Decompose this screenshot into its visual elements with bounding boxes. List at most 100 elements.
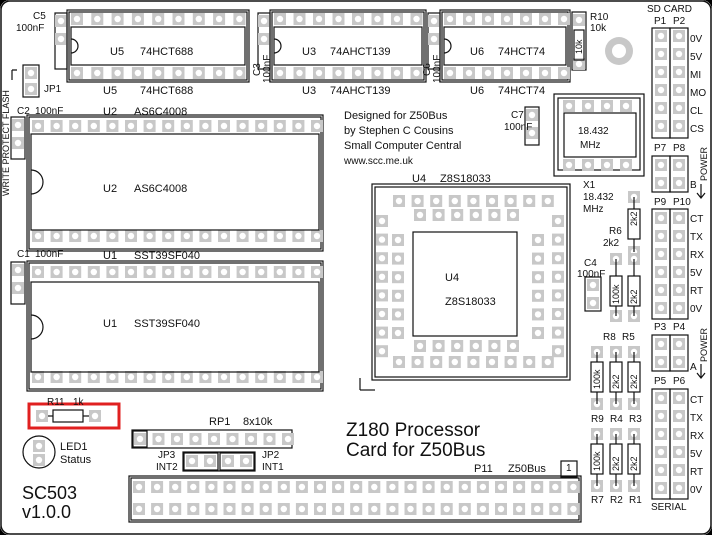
label-u3-part: 74AHCT139 <box>330 46 391 58</box>
ic-pin <box>192 67 205 79</box>
label-u1: U1 <box>103 250 118 262</box>
label-u4-part-inner: Z8S18033 <box>445 296 496 308</box>
header-p2 <box>669 27 689 139</box>
header-pin <box>655 120 667 132</box>
label-x1: X1 <box>583 180 596 191</box>
label-c5-value: 100nF <box>16 23 45 34</box>
label-c3-value: 100nF <box>262 54 273 83</box>
resistor-pad <box>89 410 101 422</box>
bus-pin <box>513 503 526 515</box>
credit-line-1: Designed for Z50Bus <box>344 110 448 122</box>
plcc-pin <box>376 345 388 358</box>
resistor-pad <box>573 14 585 26</box>
plcc-pin <box>507 209 519 221</box>
label-p5: P5 <box>654 376 667 387</box>
ic-pin <box>273 266 286 278</box>
socket-u2-inner <box>28 116 322 250</box>
ic-pin <box>199 266 212 278</box>
rp1-pin1-marker <box>132 430 148 448</box>
ic-pin <box>50 120 63 132</box>
label-power-a-letter: A <box>690 362 697 373</box>
label-r4-body: 2k2 <box>611 374 621 389</box>
ic-pin <box>255 120 268 132</box>
label-p3: P3 <box>654 322 667 333</box>
serial-a-pin-5: 0V <box>690 485 703 496</box>
sd-pin-3: MO <box>690 88 707 99</box>
plcc-pin <box>467 356 480 368</box>
ic-pin <box>162 120 175 132</box>
ic-pin <box>332 13 345 25</box>
bus-pin <box>277 481 290 493</box>
resistor-pad <box>36 410 48 422</box>
ic-pin <box>218 371 230 383</box>
ic-pin <box>539 67 551 79</box>
ic-pin <box>143 371 156 383</box>
plcc-pin <box>376 215 388 227</box>
header-pin <box>655 48 667 60</box>
bus-pin <box>151 481 164 493</box>
capacitor-pad <box>12 282 24 294</box>
header-pin <box>655 248 667 260</box>
ic-pin <box>371 67 384 79</box>
ic-pin <box>180 230 193 242</box>
plcc-pin <box>488 340 501 352</box>
ic-pin <box>199 371 212 383</box>
led-pad <box>33 454 45 466</box>
label-r5: R5 <box>622 332 635 343</box>
sd-pin-1: 5V <box>690 52 703 63</box>
header-pin <box>655 356 667 368</box>
serial-a-pin-3: 5V <box>690 449 703 460</box>
socket-u1 <box>26 260 324 392</box>
ic-pin <box>87 120 100 132</box>
plcc-pin <box>376 289 388 302</box>
header-pin <box>673 66 685 78</box>
label-u4: U4 <box>412 173 427 185</box>
header-pin <box>655 410 667 422</box>
label-r5-body: 2k2 <box>629 289 639 304</box>
credit-line-4: www.scc.me.uk <box>344 156 413 167</box>
crystal-pad <box>582 100 594 112</box>
plcc-pin <box>532 234 544 246</box>
capacitor-c4 <box>584 276 602 312</box>
header-pin <box>655 284 667 296</box>
sd-pin-0: 0V <box>690 34 703 45</box>
ic-pin <box>311 266 323 278</box>
header-pin <box>655 482 667 494</box>
label-c6-value: 100nF <box>432 54 443 83</box>
bus-pin <box>241 481 254 493</box>
ic-pin <box>199 120 212 132</box>
plcc-pin <box>552 326 564 339</box>
header-pin <box>655 464 667 476</box>
label-r3-body: 2k2 <box>629 374 639 389</box>
serial-a-pin-0: CT <box>690 395 704 406</box>
ic-pin <box>255 371 268 383</box>
ic-pin <box>352 13 364 25</box>
plcc-pin <box>488 209 501 221</box>
label-x1-unit: MHz <box>583 204 604 215</box>
label-u2-part-inner: AS6C4008 <box>134 183 188 195</box>
capacitor-pad <box>526 127 538 139</box>
ic-pin <box>311 230 323 242</box>
header-pin <box>673 84 685 96</box>
label-u3-part-bottom: 74AHCT139 <box>330 85 391 97</box>
ic-pin <box>125 120 137 132</box>
header-pin <box>655 30 667 42</box>
bus-pin <box>549 503 562 515</box>
socket-u5-inner <box>68 11 248 81</box>
ic-pin <box>162 371 175 383</box>
label-power-b: POWER <box>699 146 709 181</box>
ic-pin <box>444 67 456 79</box>
serial-b-pin-5: 0V <box>690 304 703 315</box>
ic-pin <box>292 120 305 132</box>
label-sd-card: SD CARD <box>647 4 693 15</box>
jumper-jp2-outline <box>219 452 255 471</box>
header-pin <box>655 177 667 189</box>
bus-pin <box>332 503 345 515</box>
header-pin <box>673 464 685 476</box>
label-p10: P10 <box>673 197 691 208</box>
bus-pin <box>133 481 145 493</box>
bus-pin <box>476 503 489 515</box>
ic-notch <box>443 38 452 54</box>
capacitor-pad <box>587 279 599 291</box>
ic-u1-body <box>30 281 320 373</box>
